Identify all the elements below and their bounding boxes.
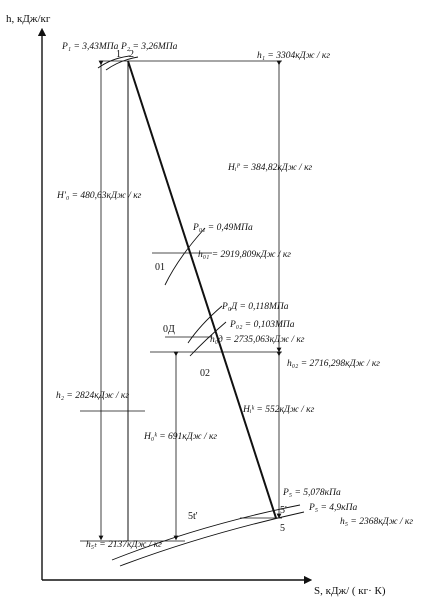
label-h1: h₁ = 3304кДж / кг [257, 51, 330, 61]
point-1: 1 [116, 49, 121, 60]
label-P0D: P₀Д = 0,118МПа [221, 302, 289, 312]
process-line [127, 60, 277, 519]
label-H0-k: H₀ᵏ = 691кДж / кг [143, 432, 217, 442]
x-axis-label: S, кДж/ ( кг· К) [314, 585, 386, 597]
isobar-p01 [164, 227, 206, 286]
isobar-p1 [97, 55, 131, 69]
label-h2: h₂ = 2824кДж / кг [56, 391, 129, 401]
point-0d: 0Д [163, 324, 175, 335]
point-5: 5 [280, 523, 285, 534]
isobar-p0d [187, 305, 223, 344]
label-P01: P₀₁ = 0,49МПа [192, 223, 253, 233]
point-02: 02 [200, 368, 210, 379]
label-P5b: P₅ = 4,9кПа [308, 503, 357, 513]
label-H0: H′₀ = 480,63кДж / кг [56, 191, 142, 201]
label-h02: h₀₂ = 2716,298кДж / кг [287, 359, 380, 369]
point-01: 01 [155, 262, 165, 273]
point-5prime: 5' [280, 505, 287, 516]
label-h01: h₀₁ = 2919,809кДж / кг [198, 250, 291, 260]
label-P5: P₅ = 5,078кПа [282, 488, 341, 498]
label-Hi-k: Hᵢᵏ = 552кДж / кг [242, 405, 315, 415]
isobar-p2 [105, 56, 139, 71]
isobar-p5b [119, 511, 305, 567]
label-h5t: h₅ₜ = 2137кДж / кг [86, 540, 162, 550]
isobar-p02 [189, 321, 227, 357]
isobar-p5 [111, 504, 301, 561]
label-h5: h₅ = 2368кДж / кг [340, 517, 413, 527]
point-5t: 5t' [188, 511, 198, 522]
y-axis-label: h, кДж/кг [6, 13, 51, 25]
label-Hi-p: Hᵢᴾ = 384,82кДж / кг [227, 163, 313, 173]
label-P1: P₁ = 3,43МПа [61, 42, 119, 52]
label-P2: P₂ = 3,26МПа [120, 42, 178, 52]
point-2: 2 [129, 49, 134, 60]
label-h0D: h₀д = 2735,063кДж / кг [210, 334, 305, 345]
label-P02: P₀₂ = 0,103МПа [229, 320, 295, 330]
